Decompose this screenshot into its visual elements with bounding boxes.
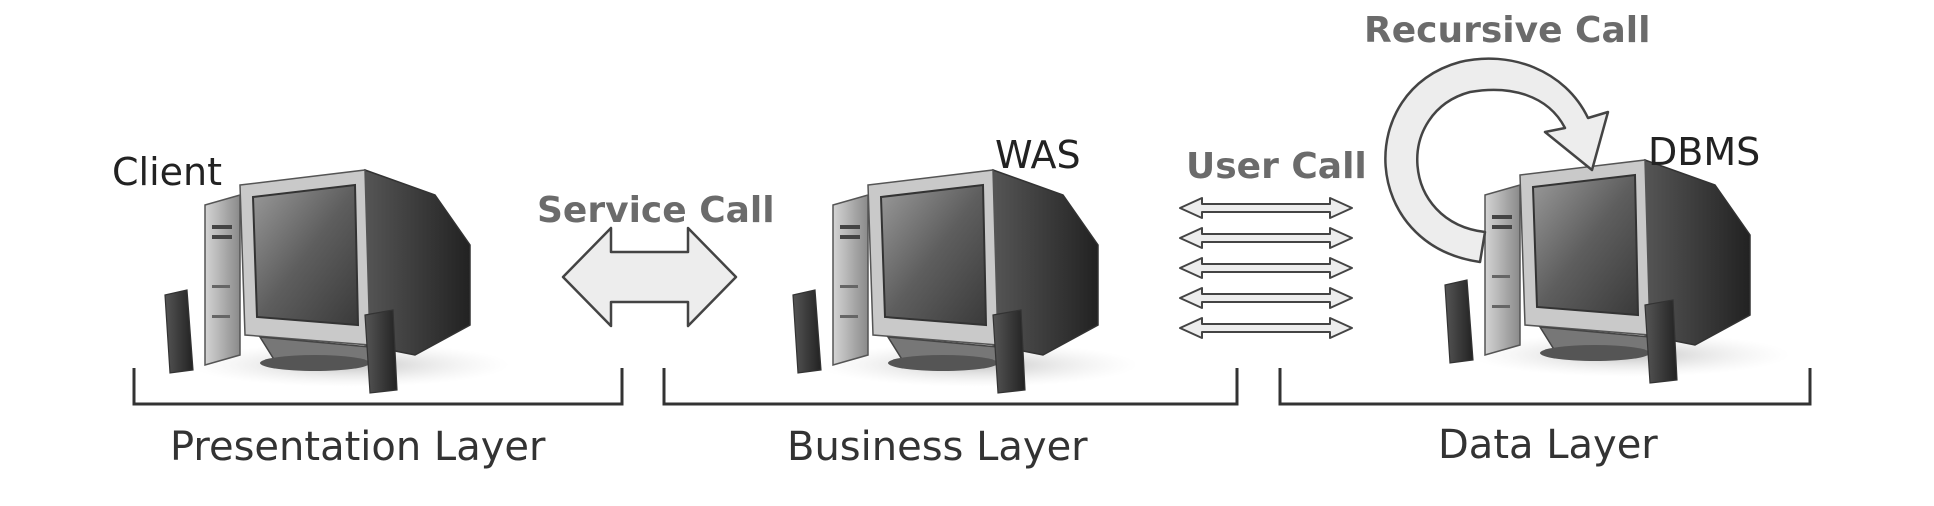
business-layer-label: Business Layer [787,424,1088,470]
client-computer-icon [164,169,511,394]
was-label: WAS [995,133,1081,177]
service-call-label: Service Call [537,190,775,231]
user-call-arrow-icon [1179,287,1353,309]
dbms-label: DBMS [1648,130,1760,174]
user-call-arrow-icon [1179,197,1353,219]
user-call-label: User Call [1186,146,1367,187]
was-computer-icon [792,169,1139,394]
user-call-arrow-icon [1179,317,1353,339]
user-call-arrow-icon [1179,257,1353,279]
recursive-call-label: Recursive Call [1364,10,1650,51]
recursive-call-arrow-icon [1384,57,1610,264]
service-call-arrow-icon [561,226,738,328]
client-label: Client [112,150,222,194]
user-call-arrow-icon [1179,227,1353,249]
dbms-computer-icon [1444,159,1791,384]
business-layer-bracket [662,368,1239,406]
data-layer-label: Data Layer [1438,422,1658,468]
data-layer-bracket [1278,368,1812,406]
user-call-arrows [1179,197,1353,339]
presentation-layer-label: Presentation Layer [170,424,546,470]
presentation-layer-bracket [132,368,624,406]
